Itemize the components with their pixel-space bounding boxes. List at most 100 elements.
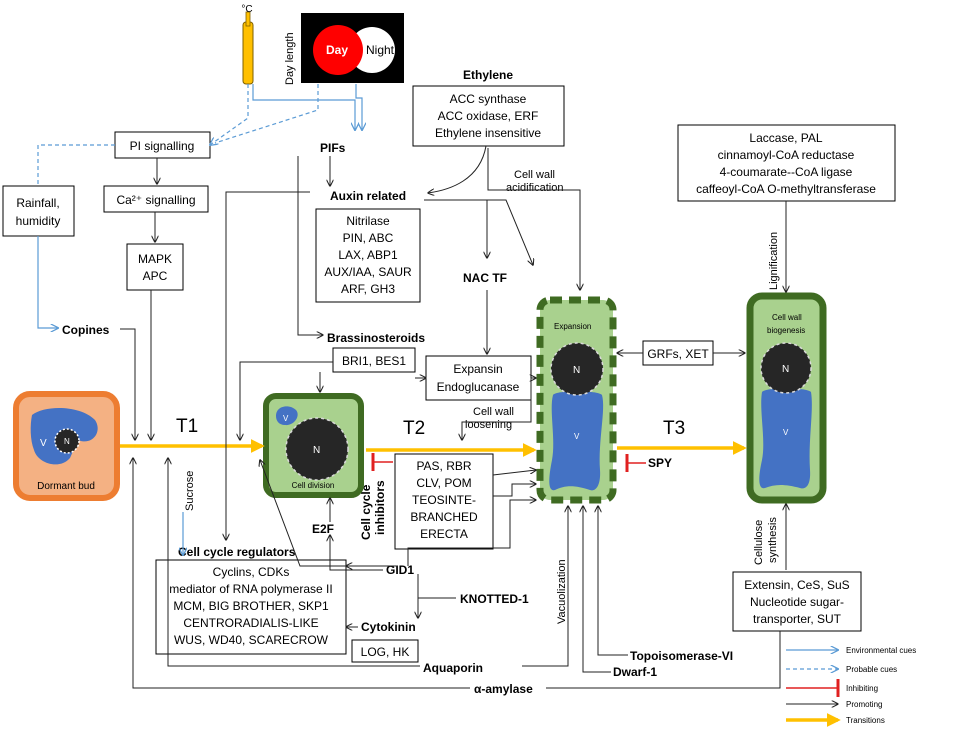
lignin-box (677, 124, 896, 202)
environmental-cue-arrows (37, 84, 362, 555)
inhibitor-item: BRANCHED (410, 510, 478, 524)
legend-promoting-label: Promoting (846, 700, 882, 709)
legend: Environmental cues Probable cues Inhibit… (786, 646, 916, 727)
biogenesis-line-2: biogenesis (767, 326, 805, 335)
inhibitor-item: ERECTA (420, 527, 468, 541)
brassinosteroids-label: Brassinosteroids (327, 331, 425, 345)
temperature-label: °C (241, 4, 252, 15)
division-vacuole-label: V (283, 414, 289, 423)
expansion-nucleus-label: N (573, 365, 580, 376)
auxin-item: PIN, ABC (343, 231, 394, 245)
legend-transitions-label: Transitions (846, 716, 885, 725)
day-length-label: Day length (284, 32, 296, 85)
cellulose-line-1: Cellulose (753, 520, 765, 565)
nac-tf-label: NAC TF (463, 271, 507, 285)
ethylene-box (412, 85, 565, 147)
inhibitor-item: TEOSINTE- (412, 493, 476, 507)
dormant-nucleus-label: N (64, 437, 70, 446)
expansin-box (425, 355, 532, 401)
auxin-item: Nitrilase (346, 214, 390, 228)
biogenesis-line-1: Cell wall (772, 313, 802, 322)
expansion-cell (536, 296, 617, 504)
aquaporin-label: Aquaporin (423, 661, 483, 675)
knotted-label: KNOTTED-1 (460, 592, 529, 606)
division-nucleus-label: N (313, 445, 320, 456)
ethylene-item: Ethylene insensitive (435, 126, 541, 140)
inhibitor-item: CLV, POM (416, 476, 471, 490)
legend-environmental-label: Environmental cues (846, 646, 916, 655)
cell-division-label: Cell division (292, 481, 335, 490)
thermometer-icon (242, 11, 254, 85)
dormant-vacuole-label: V (40, 438, 47, 449)
expansin-line-2: Endoglucanase (437, 380, 520, 394)
pi-signalling-label: PI signalling (130, 139, 195, 153)
lignin-item: cinnamoyl-CoA reductase (718, 148, 855, 162)
t2-label: T2 (403, 418, 425, 439)
inhibitors-line-1: Cell cycle (359, 484, 373, 540)
biogenesis-nucleus-label: N (782, 364, 789, 375)
rainfall-line-2: humidity (16, 214, 61, 228)
legend-inhibiting-label: Inhibiting (846, 684, 878, 693)
transition-arrows (120, 439, 747, 457)
cell-cycle-title: Cell cycle regulators (178, 545, 296, 559)
auxin-item: AUX/IAA, SAUR (324, 265, 412, 279)
cell-cycle-item: WUS, WD40, SCARECROW (174, 633, 329, 647)
biogenesis-vacuole-label: V (783, 428, 789, 437)
sucrose-label: Sucrose (184, 471, 196, 511)
lignin-item: 4-coumarate--CoA ligase (720, 165, 853, 179)
expansion-vacuole-label: V (574, 432, 580, 441)
cell-cycle-item: CENTRORADIALIS-LIKE (183, 616, 318, 630)
dormant-bud-cell (13, 391, 120, 501)
inhibitor-item: PAS, RBR (416, 459, 471, 473)
t1-label: T1 (176, 416, 198, 437)
lignification-label: Lignification (768, 232, 780, 290)
log-box (351, 639, 419, 663)
e2f-label: E2F (312, 522, 334, 536)
mapk-box (126, 243, 184, 291)
synthesis-box (732, 571, 862, 632)
cell-wall-biogenesis-cell (746, 292, 827, 504)
synthesis-item: Nucleotide sugar- (750, 595, 844, 609)
auxin-item: ARF, GH3 (341, 282, 395, 296)
ethylene-item: ACC synthase (450, 92, 527, 106)
grfs-box (642, 340, 714, 366)
cellulose-line-2: synthesis (767, 517, 779, 563)
bri-box (332, 347, 416, 373)
rainfall-box (2, 185, 75, 237)
gid1-label: GID1 (386, 563, 414, 577)
cytokinin-label: Cytokinin (361, 620, 416, 634)
day-label: Day (326, 43, 348, 57)
lignin-item: Laccase, PAL (749, 131, 822, 145)
topoisomerase-label: Topoisomerase-VI (630, 649, 733, 663)
dormant-bud-label: Dormant bud (37, 481, 95, 492)
expansin-line-1: Expansin (453, 362, 502, 376)
lignin-item: caffeoyl-CoA O-methyltransferase (696, 182, 876, 196)
synthesis-item: transporter, SUT (753, 612, 842, 626)
expansion-label: Expansion (554, 322, 591, 331)
mapk-line-1: MAPK (138, 252, 172, 266)
spy-label: SPY (648, 456, 672, 470)
rainfall-line-1: Rainfall, (16, 196, 59, 210)
acidification-line-2: acidification (506, 182, 563, 194)
cell-cycle-item: Cyclins, CDKs (213, 565, 290, 579)
inhibitors-line-2: inhibitors (373, 480, 387, 535)
cell-cycle-box (155, 559, 347, 655)
cell-cycle-item: MCM, BIG BROTHER, SKP1 (173, 599, 329, 613)
ethylene-title: Ethylene (463, 68, 513, 82)
vacuolization-label: Vacuolization (556, 559, 568, 624)
ethylene-item: ACC oxidase, ERF (438, 109, 539, 123)
auxin-title: Auxin related (330, 189, 406, 203)
loosening-line-2: loosening (465, 419, 512, 431)
inhibitors-box (394, 453, 494, 550)
pifs-label: PIFs (320, 141, 346, 155)
legend-probable-label: Probable cues (846, 665, 897, 674)
amylase-label: α-amylase (474, 682, 533, 696)
cell-cycle-item: mediator of RNA polymerase II (169, 582, 332, 596)
dwarf-label: Dwarf-1 (613, 665, 657, 679)
loosening-line-1: Cell wall (473, 406, 514, 418)
ca-signalling-box (103, 185, 209, 213)
mapk-line-2: APC (143, 269, 168, 283)
acidification-line-1: Cell wall (514, 169, 555, 181)
promoting-arrows (120, 145, 786, 689)
